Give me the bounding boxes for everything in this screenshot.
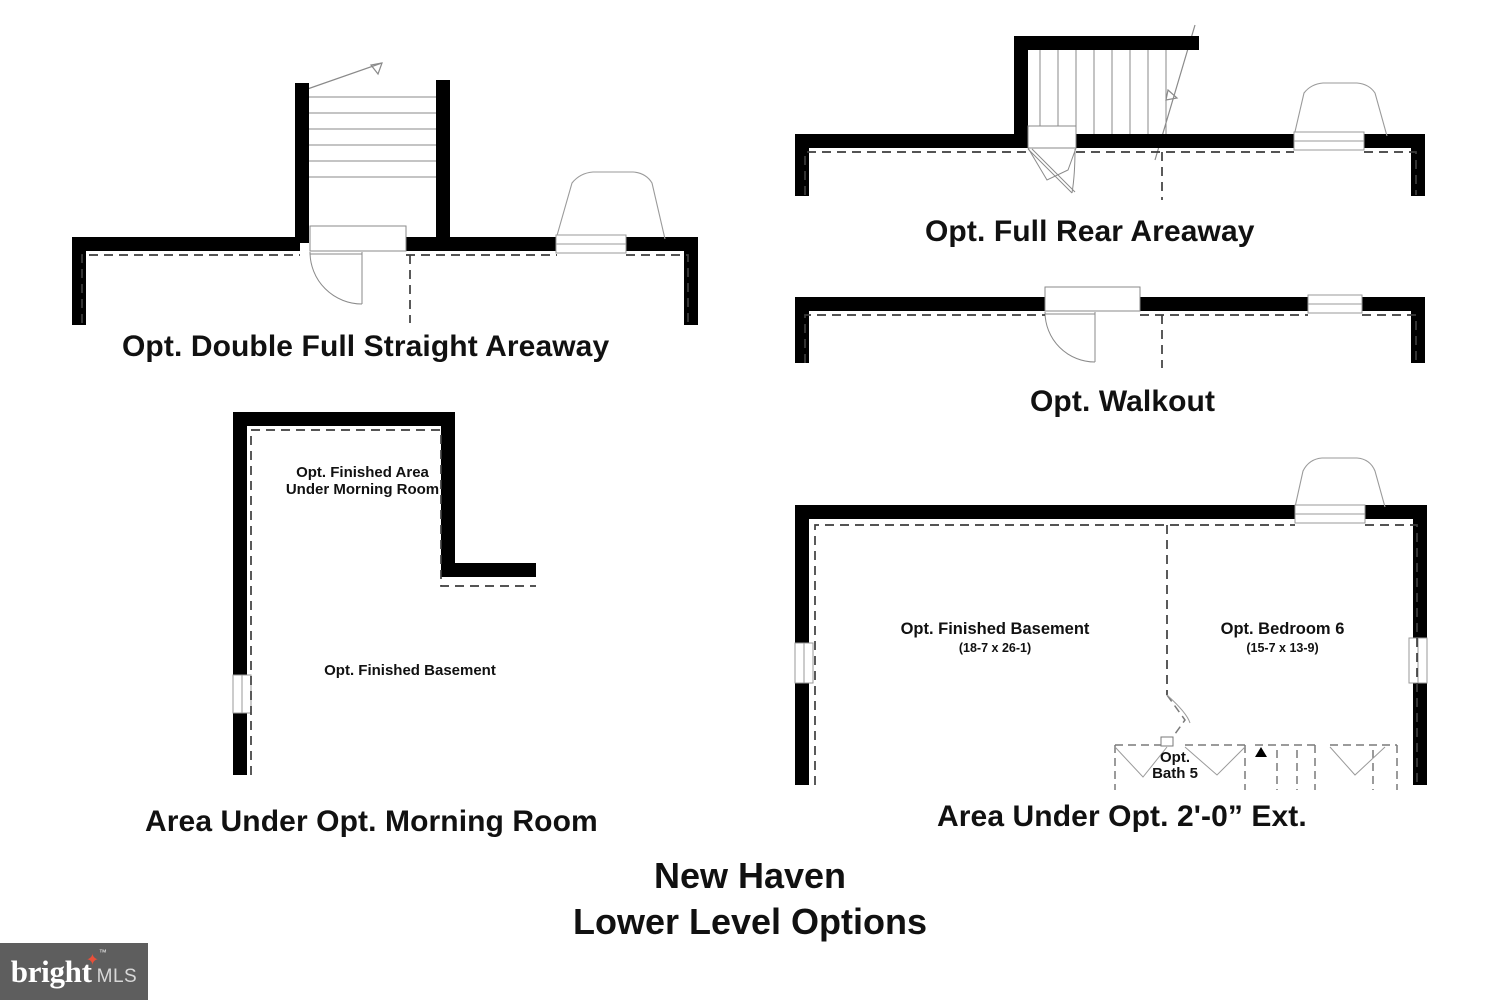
foundation-wall-top-right: [625, 237, 698, 251]
label-opt-bath-5: Opt. Bath 5: [1140, 749, 1210, 783]
foundation-wall-left-lower: [795, 683, 809, 785]
foundation-wall-right: [1411, 297, 1425, 363]
foundation-wall-right-lower: [1413, 683, 1427, 785]
areaway-wall-right: [436, 80, 450, 243]
plan-area-under-opt-morning-room: Opt. Finished Area Under Morning Room Op…: [145, 400, 600, 838]
entry-door-icon: [309, 225, 407, 305]
foundation-wall-top-right: [1363, 134, 1425, 148]
foundation-wall-right: [684, 237, 698, 325]
sheet-title-block: New Haven Lower Level Options: [0, 855, 1500, 943]
foundation-wall-top-right: [1362, 297, 1425, 311]
plan-drawing-area-under-2-0-ext: [794, 457, 1428, 790]
foundation-wall-right: [1411, 134, 1425, 196]
trademark-icon: ™: [98, 948, 107, 957]
label-line-1: Opt.: [1160, 749, 1190, 766]
plan-drawing-walkout: [795, 286, 1425, 368]
window-icon: [1307, 294, 1363, 314]
foundation-wall-left: [72, 237, 86, 325]
foundation-wall-top-left: [795, 134, 1015, 148]
label-line-2: Bath 5: [1152, 765, 1198, 783]
brand-suffix: MLS: [96, 966, 138, 987]
window-icon-right: [1408, 637, 1428, 684]
foundation-wall-left-upper: [795, 505, 809, 643]
foundation-wall-left: [795, 297, 809, 363]
foundation-wall-top-mid: [1140, 297, 1308, 311]
areaway-wall-left: [295, 83, 309, 243]
label-line-1: Opt. Finished Basement: [900, 620, 1090, 638]
label-opt-finished-basement: Opt. Finished Basement: [295, 662, 525, 679]
window-icon-left: [794, 642, 814, 684]
dashed-interior-outline: [81, 254, 689, 323]
entry-door-icon: [1044, 286, 1141, 363]
dashed-interior-outline: [804, 314, 1417, 368]
door-swing-arcs: [1114, 694, 1386, 778]
entry-door-icon: [1027, 125, 1077, 194]
window-well-icon: [555, 171, 666, 254]
areaway-wall-left: [1014, 36, 1028, 148]
foundation-wall-top-mid: [405, 237, 557, 251]
bath-and-closet-details: [1114, 694, 1398, 790]
foundation-wall-top-left: [795, 297, 1045, 311]
sheet-title-line-2: Lower Level Options: [572, 901, 928, 942]
brand-wordmark: bright: [10, 954, 92, 989]
label-opt-bedroom-6: Opt. Bedroom 6 (15-7 x 13-9): [1185, 620, 1380, 655]
fixture-nub: [1160, 736, 1174, 747]
sparkle-icon: ✦: [85, 952, 100, 969]
sheet-title-line-1: New Haven: [653, 855, 847, 896]
label-line-2: Under Morning Room: [285, 481, 440, 499]
foundation-wall-left: [795, 134, 809, 196]
plan-opt-double-full-straight-areaway: Opt. Double Full Straight Areaway: [60, 55, 740, 363]
foundation-wall-top-right: [1365, 505, 1427, 519]
window-icon: [232, 674, 252, 714]
areaway-wall-top: [1014, 36, 1199, 50]
foundation-wall-step: [441, 563, 536, 577]
caption-area-under-opt-2-0-ext: Area Under Opt. 2'-0” Ext.: [937, 800, 1307, 833]
caption-opt-full-rear-areaway: Opt. Full Rear Areaway: [925, 215, 1255, 248]
label-line-1: Opt. Finished Area: [296, 464, 429, 481]
label-line-1: Opt. Bedroom 6: [1220, 620, 1345, 638]
caption-opt-double-full-straight-areaway: Opt. Double Full Straight Areaway: [122, 330, 610, 363]
stair-run-icon: [295, 62, 436, 202]
label-opt-finished-area-under-morning-room: Opt. Finished Area Under Morning Room: [255, 464, 470, 499]
foundation-wall-top: [233, 412, 455, 426]
caption-area-under-opt-morning-room: Area Under Opt. Morning Room: [145, 805, 598, 838]
plan-drawing-area-under-morning-room: [232, 412, 536, 775]
plan-area-under-opt-2-0-ext: Opt. Finished Basement (18-7 x 26-1) Opt…: [785, 455, 1445, 833]
bright-mls-watermark: bright ✦ ™ MLS: [0, 943, 148, 1000]
label-opt-finished-basement: Opt. Finished Basement (18-7 x 26-1): [865, 620, 1125, 655]
label-line-1: Opt. Finished Basement: [324, 662, 496, 679]
foundation-wall-top-left: [72, 237, 300, 251]
label-dimensions: (18-7 x 26-1): [958, 640, 1032, 655]
foundation-wall-left-lower: [233, 712, 247, 775]
dashed-interior-outline: [250, 429, 536, 775]
plan-opt-walkout: Opt. Walkout: [785, 285, 1435, 418]
foundation-wall-right-upper: [441, 412, 455, 577]
foundation-wall-left-upper: [233, 412, 247, 675]
dashed-interior-outline: [814, 524, 1418, 785]
window-well-icon: [1293, 82, 1388, 151]
direction-arrow-icon: [1255, 747, 1267, 757]
foundation-wall-top-left: [795, 505, 1295, 519]
plan-drawing-double-full-straight-areaway: [72, 62, 698, 325]
plan-opt-full-rear-areaway: Opt. Full Rear Areaway: [785, 20, 1435, 248]
dashed-interior-outline: [804, 151, 1417, 200]
plan-drawing-full-rear-areaway: [795, 24, 1425, 200]
label-dimensions: (15-7 x 13-9): [1246, 640, 1319, 655]
foundation-wall-top-mid: [1076, 134, 1298, 148]
window-well-icon: [1294, 457, 1386, 524]
caption-opt-walkout: Opt. Walkout: [1030, 385, 1216, 418]
